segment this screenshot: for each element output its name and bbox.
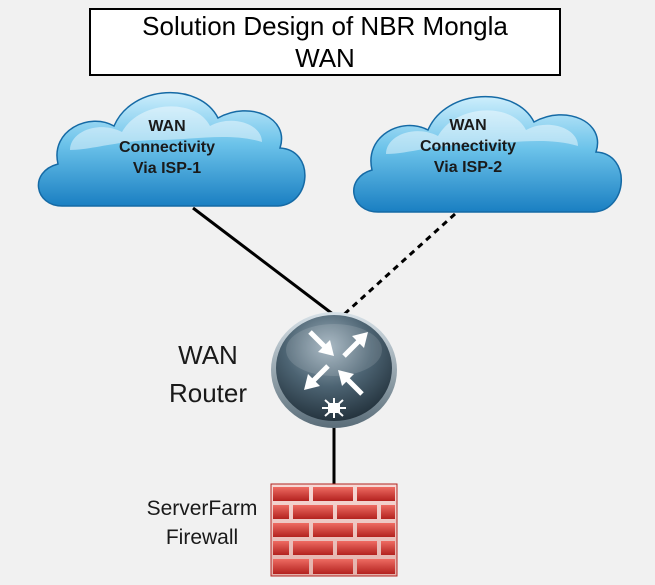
cloud-isp2-icon <box>353 95 622 213</box>
router-icon <box>271 312 397 428</box>
link-isp1-router <box>192 206 335 317</box>
title-line-2: WAN <box>295 43 355 73</box>
firewall-icon <box>270 483 398 577</box>
cloud-isp2-label: WAN Connectivity Via ISP-2 <box>393 115 543 178</box>
diagram-title: Solution Design of NBR Mongla WAN <box>89 8 561 76</box>
cloud-isp1-label-line-2: Connectivity <box>118 139 215 156</box>
cloud-isp1-label-line-3: Via ISP-1 <box>132 160 202 177</box>
link-isp2-router <box>338 212 457 320</box>
cloud-isp2-label-line-1: WAN <box>449 117 487 134</box>
router-label-line-1: WAN <box>178 340 238 370</box>
router-label: WAN Router <box>148 336 268 412</box>
router-label-line-2: Router <box>168 378 248 408</box>
cloud-isp1-label-line-1: WAN <box>148 118 186 135</box>
cloud-isp1-icon <box>37 91 306 207</box>
firewall-label: ServerFarm Firewall <box>134 494 270 552</box>
cloud-isp2-label-line-2: Connectivity <box>419 138 516 155</box>
firewall-label-line-2: Firewall <box>165 526 239 549</box>
title-line-1: Solution Design of NBR Mongla <box>142 11 508 41</box>
cloud-isp1-label: WAN Connectivity Via ISP-1 <box>92 116 242 179</box>
firewall-label-line-1: ServerFarm <box>146 497 258 520</box>
cloud-isp2-label-line-3: Via ISP-2 <box>433 159 503 176</box>
